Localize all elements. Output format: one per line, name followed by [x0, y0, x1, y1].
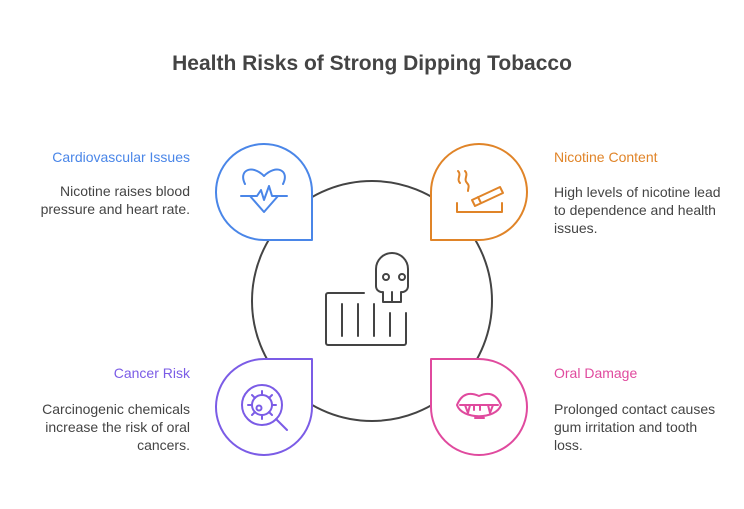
cancer-cell-magnifier-icon — [241, 384, 288, 431]
heading-oral: Oral Damage — [554, 365, 638, 381]
heading-nicotine: Nicotine Content — [554, 149, 658, 165]
petal-cardiovascular — [215, 143, 313, 242]
smoking-cigarette-icon — [456, 170, 504, 213]
description-cancer: Carcinogenic chemicals increase the risk… — [42, 401, 190, 453]
petal-nicotine — [430, 143, 528, 241]
petal-cancer — [215, 357, 313, 456]
skull-tobacco-tin-icon — [325, 252, 410, 346]
heading-cardiovascular: Cardiovascular Issues — [52, 149, 190, 165]
petal-oral — [430, 358, 528, 456]
central-circle — [251, 180, 493, 422]
description-cardiovascular: Nicotine raises blood pressure and heart… — [40, 183, 190, 217]
heading-cancer: Cancer Risk — [113, 365, 190, 381]
description-nicotine: High levels of nicotine lead to dependen… — [554, 184, 721, 236]
mouth-teeth-icon — [456, 392, 502, 419]
page-title: Health Risks of Strong Dipping Tobacco — [172, 52, 572, 75]
heart-pulse-icon — [240, 168, 288, 213]
description-oral: Prolonged contact causes gum irritation … — [554, 401, 716, 453]
